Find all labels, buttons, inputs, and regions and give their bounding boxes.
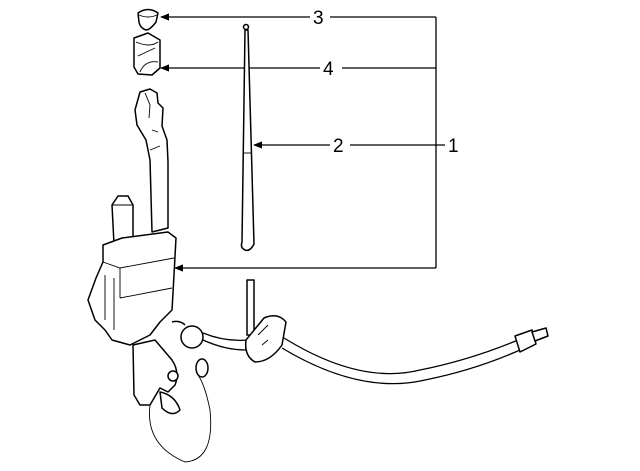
antenna-mast-part: [240, 23, 255, 252]
cap-part: [137, 8, 159, 31]
leader-lines: [160, 13, 445, 272]
callout-3: 3: [313, 8, 324, 29]
callout-1: 1: [448, 136, 459, 157]
bezel-nut-part: [133, 32, 161, 76]
antenna-assembly-part: [87, 88, 549, 463]
callout-2: 2: [333, 136, 344, 157]
callout-4: 4: [323, 59, 334, 80]
